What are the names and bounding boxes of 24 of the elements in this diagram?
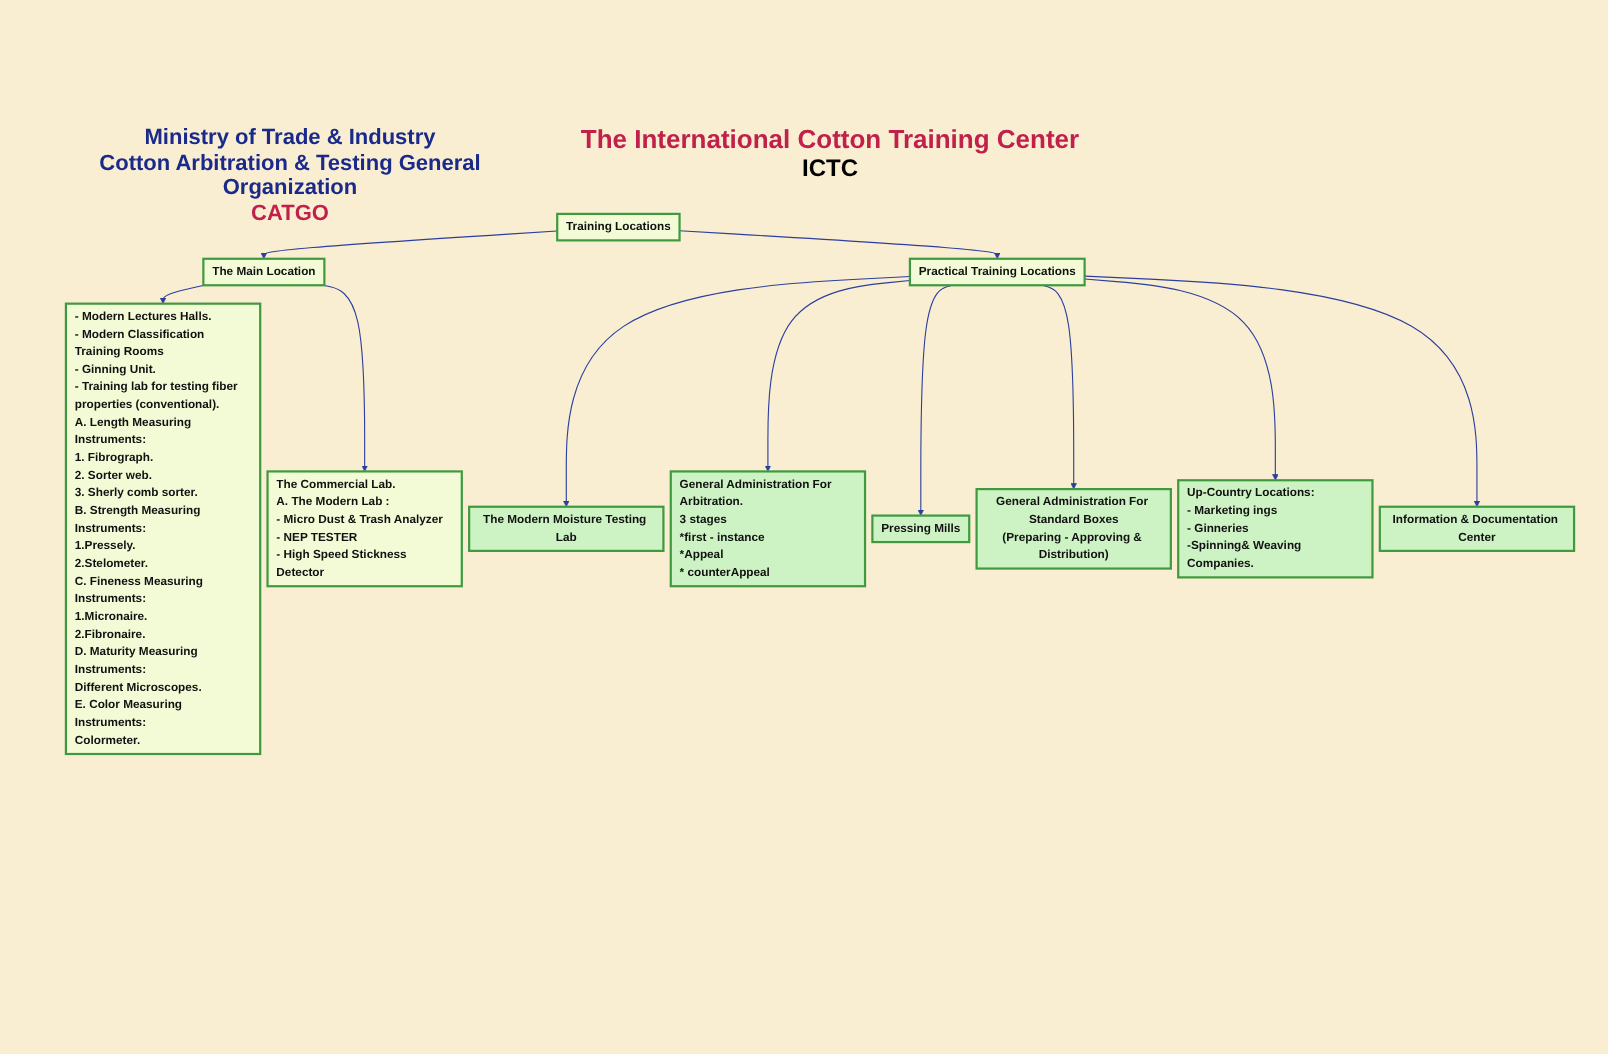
node-box xyxy=(1177,479,1374,579)
node-box xyxy=(669,470,867,588)
organization-name: Ministry of Trade & Industry xyxy=(142,126,438,150)
diagram-title: The International Cotton Training Center xyxy=(578,124,1082,154)
arrow xyxy=(679,230,1001,260)
node-box xyxy=(871,514,971,544)
organization-name: CATGO xyxy=(249,202,331,226)
organization-name: Cotton Arbitration & Testing General Organization xyxy=(97,152,483,200)
node-box xyxy=(975,488,1172,570)
arrow xyxy=(159,284,205,304)
arrow xyxy=(563,276,911,508)
arrow xyxy=(764,280,911,472)
subtitle: ICTC xyxy=(800,154,860,182)
node-box xyxy=(556,212,681,242)
node-box xyxy=(1378,505,1576,552)
arrow xyxy=(1084,278,1279,481)
arrow xyxy=(1084,275,1481,508)
node-box xyxy=(64,302,262,756)
node-box xyxy=(266,470,463,588)
arrow xyxy=(322,284,368,472)
node-box xyxy=(468,505,665,552)
node-box xyxy=(202,257,326,287)
node-box xyxy=(908,257,1086,287)
arrow xyxy=(260,230,558,260)
